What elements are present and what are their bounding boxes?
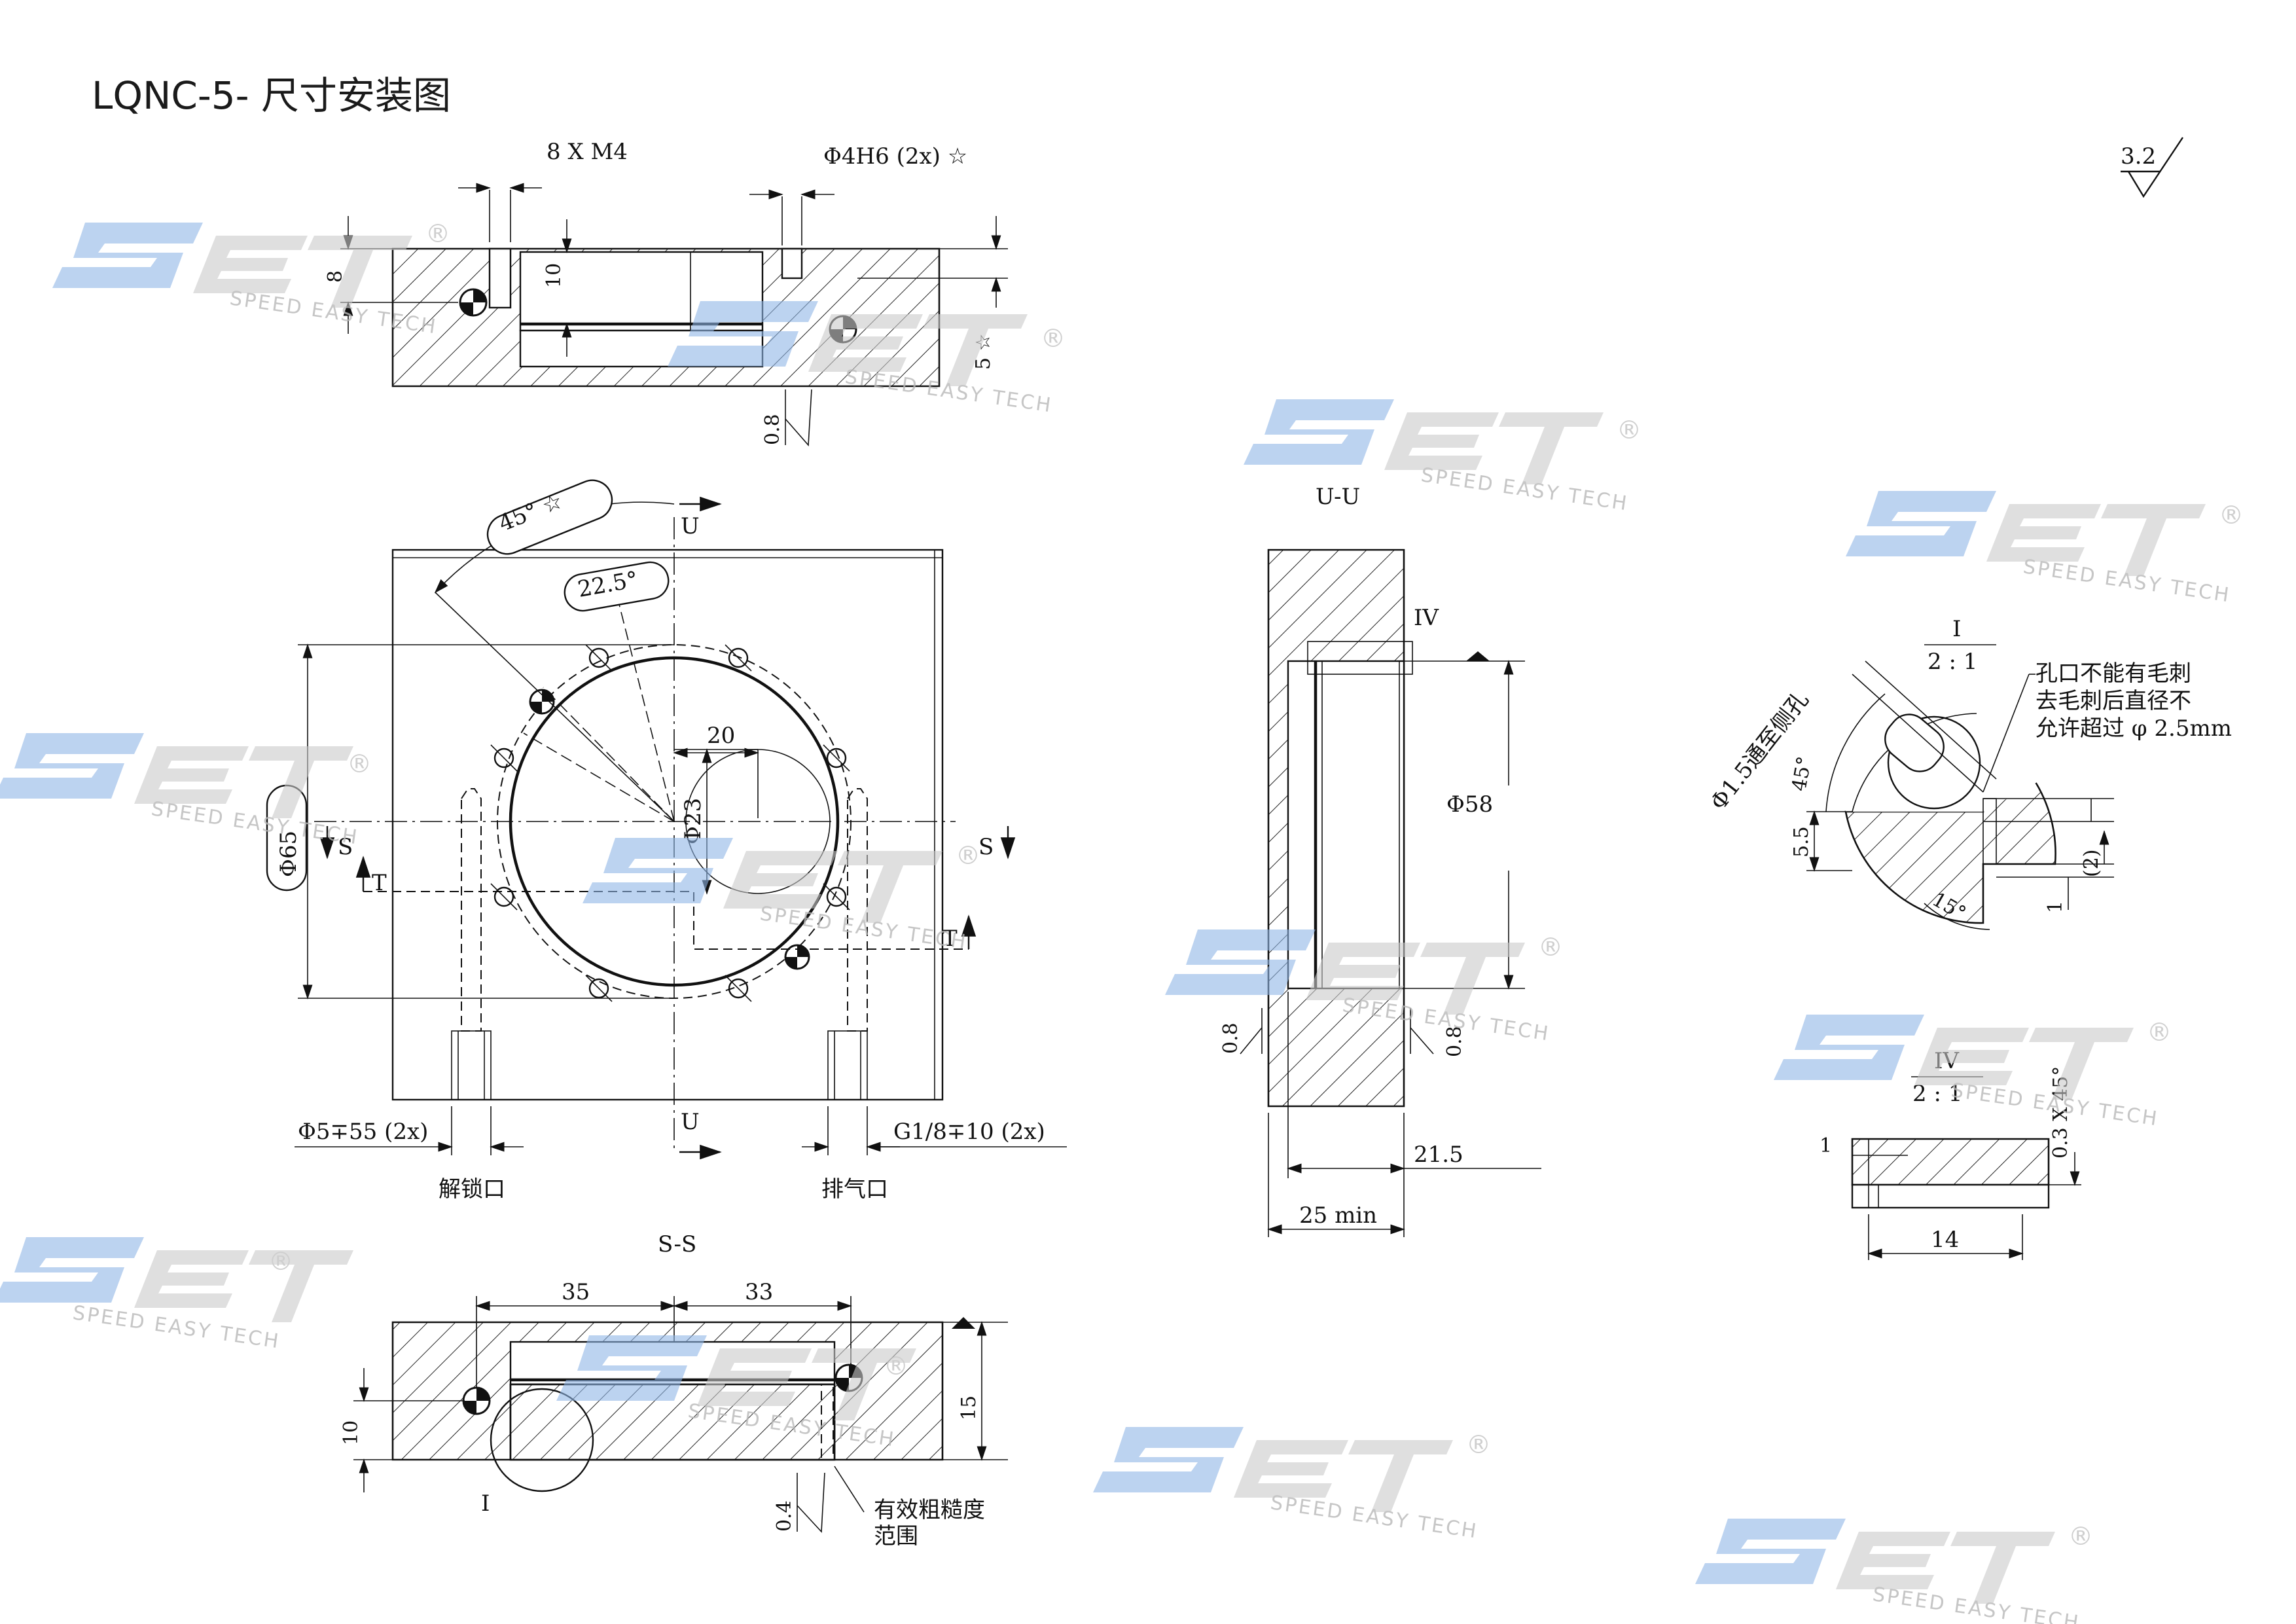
plan-view: 45° ☆ 22.5° Φ65 Φ23 20 S S T T U U (266, 479, 1067, 1202)
section-ss-label: S-S (658, 1231, 696, 1257)
port-left-name: 解锁口 (439, 1176, 505, 1202)
watermark-logo: SPEED EASY TECH ® (0, 733, 372, 849)
svg-text:®: ® (2147, 1018, 2172, 1047)
watermark-logo: SPEED EASY TECH ® (1846, 491, 2244, 607)
angle-22-box (564, 561, 670, 612)
svg-text:®: ® (956, 841, 980, 870)
svg-text:®: ® (268, 1247, 293, 1276)
svg-text:®: ® (2219, 501, 2244, 530)
detail-iv-dim-14: 14 (1931, 1227, 1959, 1253)
thread-label: 8 X M4 (547, 139, 628, 165)
svg-text:®: ® (425, 219, 450, 248)
detail-i-ref: I (481, 1490, 490, 1517)
ss-note-line1: 有效粗糙度 (874, 1497, 985, 1523)
svg-text:®: ® (2068, 1522, 2093, 1551)
detail-i-circle (490, 1388, 594, 1492)
port-right-name: 排气口 (821, 1176, 888, 1202)
svg-text:SPEED EASY TECH: SPEED EASY TECH (2022, 555, 2233, 607)
pin-label: Φ4H6 (2x) ☆ (823, 143, 967, 170)
uu-dim-21: 21.5 (1414, 1142, 1463, 1168)
section-u-bottom: U (681, 1109, 700, 1135)
watermark-logo: SPEED EASY TECH® (1774, 1015, 2172, 1130)
svg-text:®: ® (1538, 933, 1563, 962)
svg-text:SPEED EASY TECH: SPEED EASY TECH (1871, 1583, 2082, 1624)
detail-i-dim-55: 5.5 (1790, 826, 1813, 857)
detail-i-note-3: 允许超过 φ 2.5mm (2036, 715, 2232, 742)
top-dim-10: 10 (543, 263, 565, 288)
watermark-logo: SPEED EASY TECH ® (1244, 399, 1641, 515)
ss-roughness: 0.4 (773, 1500, 796, 1532)
plan-body (391, 549, 944, 1101)
section-t-right: T (942, 926, 958, 952)
section-uu-label: U-U (1316, 484, 1360, 510)
svg-text:SPEED EASY TECH: SPEED EASY TECH (71, 1301, 282, 1353)
ss-dim-33: 33 (745, 1279, 773, 1305)
svg-text:SPEED EASY TECH: SPEED EASY TECH (759, 902, 969, 954)
pin-hole (781, 247, 803, 280)
section-s-right: S (978, 834, 994, 860)
svg-text:®: ® (1466, 1430, 1491, 1459)
svg-text:®: ® (884, 1352, 908, 1380)
detail-i: I 2 : 1 Φ1.5通至侧孔 45° 15° 5.5 (2) 1 孔口不能有… (1706, 616, 2232, 930)
top-roughness: 0.8 (761, 414, 784, 445)
detail-i-cavity (1887, 715, 1981, 810)
detail-i-scale: 2 : 1 (1928, 649, 1977, 675)
watermark-logo: SPEED EASY TECH ® (1695, 1519, 2093, 1624)
svg-text:SPEED EASY TECH: SPEED EASY TECH (844, 365, 1054, 417)
port-left-spec: Φ5∓55 (2x) (298, 1119, 428, 1145)
detail-i-note-1: 孔口不能有毛刺 (2036, 660, 2191, 687)
detail-i-body (1844, 771, 2056, 924)
detail-i-note-2: 去毛刺后直径不 (2036, 688, 2191, 714)
ss-dim-15: 15 (958, 1396, 980, 1420)
svg-text:®: ® (1041, 324, 1066, 353)
section-u-top: U (681, 513, 700, 539)
drawing-title: LQNC-5- 尺寸安装图 (92, 73, 451, 118)
uu-dim-25: 25 min (1299, 1202, 1377, 1229)
svg-text:®: ® (347, 749, 372, 778)
general-roughness-value: 3.2 (2121, 143, 2156, 170)
section-t-left: T (372, 870, 387, 896)
m4-thread-hole (488, 247, 512, 309)
section-s-left: S (338, 834, 353, 860)
dim-65-label: Φ65 (276, 831, 302, 877)
detail-i-dim-1: 1 (2044, 901, 2067, 913)
svg-text:SPEED EASY TECH: SPEED EASY TECH (1269, 1491, 1480, 1543)
top-view: 8 X M4 Φ4H6 (2x) ☆ 8 10 5 ☆ 0.8 (324, 139, 1008, 446)
dim-20-label: 20 (707, 723, 735, 749)
bolt-holes (490, 644, 850, 1002)
uu-rough-right: 0.8 (1443, 1026, 1466, 1057)
detail-iv: IV 2 : 1 1 0.3 X 45° 14 (1820, 1048, 2081, 1260)
detail-i-hole-note: Φ1.5通至侧孔 (1706, 687, 1814, 815)
port-left (451, 788, 492, 1100)
detail-i-dim-2: (2) (2080, 850, 2103, 878)
watermark-logo: SPEED EASY TECH ® (0, 1237, 353, 1353)
watermark-logo: SPEED EASY TECH® (52, 219, 450, 338)
ss-dim-10: 10 (340, 1420, 363, 1445)
detail-iv-ref: IV (1414, 605, 1439, 631)
detail-i-label: I (1952, 616, 1961, 642)
detail-iv-dim-1: 1 (1820, 1134, 1832, 1157)
ss-dim-35: 35 (562, 1279, 590, 1305)
watermark-logo: SPEED EASY TECH ® (583, 838, 980, 954)
svg-text:®: ® (1617, 416, 1641, 444)
section-uu: U-U IV Φ58 0.8 0.8 21.5 25 min (1219, 484, 1541, 1237)
watermark-logo: SPEED EASY TECH ® (668, 301, 1066, 417)
ss-note-line2: 范围 (874, 1523, 918, 1549)
svg-text:SPEED EASY TECH: SPEED EASY TECH (1420, 463, 1630, 515)
uu-dim-58: Φ58 (1446, 791, 1493, 818)
port-right-spec: G1/8∓10 (2x) (893, 1119, 1045, 1145)
general-roughness-symbol: 3.2 (2121, 137, 2183, 198)
svg-text:SPEED EASY TECH: SPEED EASY TECH (150, 797, 361, 849)
top-dim-8: 8 (324, 270, 347, 283)
watermarks: SPEED EASY TECH ® SPEED EASY TECH ® SPEED … (0, 219, 2244, 1624)
detail-i-angle-45: 45° (1787, 755, 1816, 793)
port-right (827, 788, 868, 1100)
uu-rough-left: 0.8 (1219, 1022, 1242, 1054)
watermark-logo: SPEED EASY TECH ® (1093, 1427, 1491, 1543)
detail-iv-body (1851, 1138, 2050, 1186)
angle-45-box (486, 479, 613, 555)
dim-23-label: Φ23 (680, 798, 706, 844)
